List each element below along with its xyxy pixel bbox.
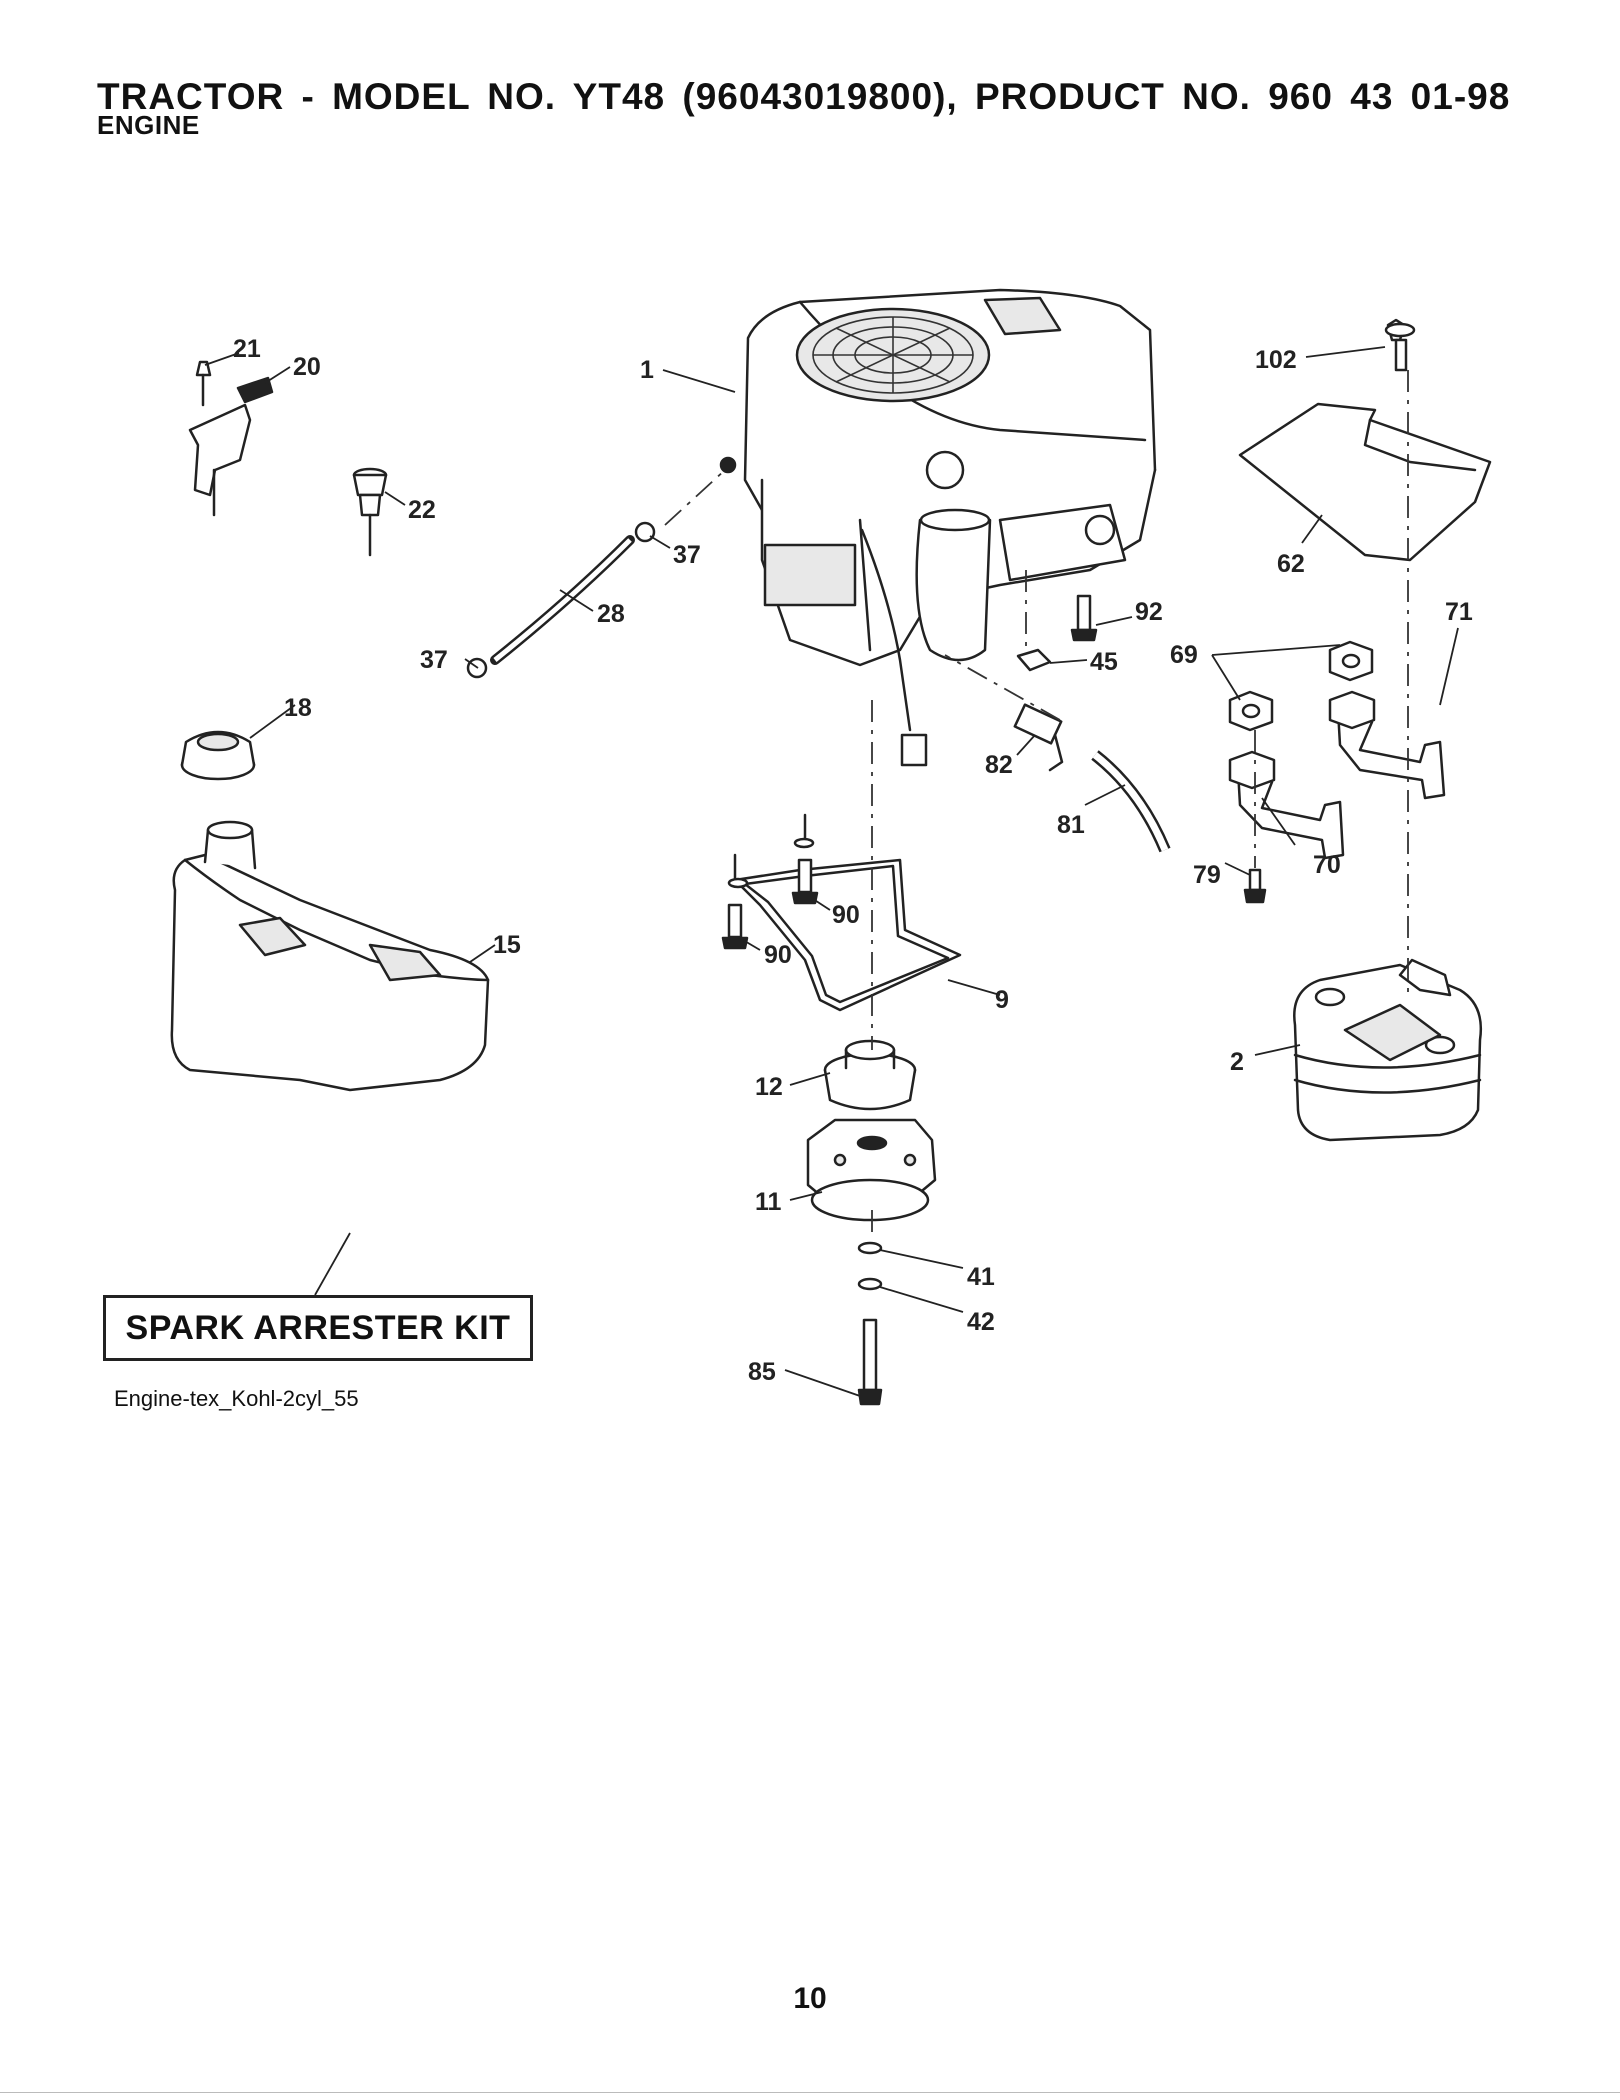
callout-18: 18 [284, 694, 312, 722]
fuel-hose-and-connector [1015, 705, 1165, 850]
callout-81: 81 [1057, 811, 1085, 839]
callout-11: 11 [755, 1188, 782, 1216]
engine-pulley [825, 1041, 915, 1109]
callout-15: 15 [493, 931, 521, 959]
callout-28: 28 [597, 600, 625, 628]
callout-92: 92 [1135, 598, 1163, 626]
engine-assembly [721, 290, 1155, 765]
callout-70: 70 [1313, 851, 1341, 879]
clutch-hardware [859, 1243, 881, 1404]
callout-21: 21 [233, 335, 261, 363]
callout-69: 69 [1170, 641, 1198, 669]
callout-102: 102 [1255, 346, 1297, 374]
mount-hardware [1018, 596, 1096, 670]
callout-85: 85 [748, 1358, 776, 1386]
callout-22: 22 [408, 496, 436, 524]
callout-42: 42 [967, 1308, 995, 1336]
fuel-tank [172, 822, 488, 1090]
spark-arrester-kit-box: SPARK ARRESTER KIT [103, 1295, 533, 1361]
electric-clutch [808, 1120, 935, 1220]
callout-90-lower: 90 [764, 941, 792, 969]
callout-79: 79 [1193, 861, 1221, 889]
callout-62: 62 [1277, 550, 1305, 578]
bottom-rule [0, 2092, 1620, 2093]
callout-9: 9 [995, 986, 1009, 1014]
page-number: 10 [0, 1982, 1620, 2016]
throttle-control-parts [190, 362, 386, 555]
callout-1: 1 [640, 356, 654, 384]
callout-12: 12 [755, 1073, 783, 1101]
callout-45: 45 [1090, 648, 1118, 676]
fuel-line-parts [468, 523, 654, 677]
callout-37-lower: 37 [420, 646, 448, 674]
callout-90-upper: 90 [832, 901, 860, 929]
callout-2: 2 [1230, 1048, 1244, 1076]
callout-37-upper: 37 [673, 541, 701, 569]
fuel-cap [182, 732, 254, 779]
callout-20: 20 [293, 353, 321, 381]
callout-71: 71 [1445, 598, 1473, 626]
callout-82: 82 [985, 751, 1013, 779]
callout-41: 41 [967, 1263, 995, 1291]
muffler [1294, 960, 1481, 1140]
diagram-reference: Engine-tex_Kohl-2cyl_55 [114, 1386, 359, 1412]
